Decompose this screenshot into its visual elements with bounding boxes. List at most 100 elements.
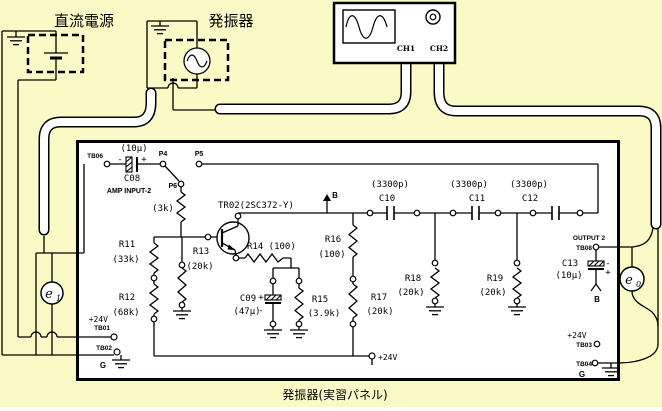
emitter-arrow — [227, 244, 235, 250]
c08-value: (10μ) — [120, 144, 147, 154]
resistor-r15 — [293, 287, 305, 321]
capacitor-c13 — [587, 260, 605, 270]
c08-minus: - — [117, 155, 122, 165]
signal-oscillator: 発振器 — [146, 12, 254, 111]
c10-value: (3300p) — [371, 180, 409, 190]
r15-ref: R15 — [312, 295, 328, 305]
capacitor-c09 — [264, 294, 282, 304]
ch2-label: CH2 — [430, 44, 448, 53]
resistor-r12 — [148, 283, 160, 315]
cables — [38, 57, 662, 236]
input-voltmeter: e 1 — [40, 281, 64, 305]
c09-plus: + — [258, 293, 264, 303]
resistor-r17 — [348, 283, 359, 319]
c09-minus: - — [258, 306, 263, 316]
panel-labels: TB06 (10μ) - + C08 AMP INPUT-2 P4 P5 P6 … — [87, 144, 611, 379]
g-tb02-label: G — [100, 361, 106, 370]
output2-label: OUTPUT 2 — [573, 235, 606, 242]
c08-ref: C08 — [124, 174, 140, 184]
r13-ref: R13 — [193, 247, 209, 257]
sine-wave-glyph — [186, 54, 208, 68]
r19-ref: R19 — [487, 274, 503, 284]
e0-label: e — [625, 273, 633, 288]
collector-terminal — [234, 212, 242, 220]
b-node-arrow-icon — [323, 194, 331, 201]
scope-knob-center — [429, 13, 437, 21]
oscillator-dashed-box — [163, 38, 230, 82]
plus24-tb01-label: +24V — [89, 315, 108, 324]
transistor-tr02 — [216, 219, 250, 256]
resistor-r11 — [148, 242, 160, 274]
c09-value: (47μ) — [233, 307, 260, 317]
terminal-plus24 — [368, 352, 376, 360]
plus24-tb03-label: +24V — [567, 331, 586, 340]
r19-value: (20k) — [479, 288, 506, 298]
c13-plus: + — [605, 268, 611, 278]
tb02-label: TB02 — [96, 345, 112, 352]
oscilloscope: CH1 CH2 — [332, 1, 457, 65]
terminal-tb03 — [593, 340, 601, 348]
practice-panel-board — [76, 140, 620, 381]
r15-value: (3.9k) — [308, 309, 341, 319]
resistor-r13 — [177, 267, 188, 303]
r11-value: (33k) — [112, 255, 139, 265]
c13-value: (10μ) — [555, 271, 582, 281]
tb03-label: TB03 — [576, 342, 592, 349]
e1-label: e — [45, 287, 53, 302]
capacitor-c08 — [125, 156, 138, 173]
terminal-tb06 — [103, 160, 111, 168]
b-ref-caret-icon — [590, 282, 602, 292]
rb-value: (3k) — [152, 204, 174, 214]
c13-ref: C13 — [562, 259, 578, 269]
dc-supply-wires — [1, 30, 57, 355]
terminal-p6 — [177, 180, 185, 188]
scope-trace-icon — [345, 15, 388, 39]
resistor-r14 — [244, 252, 284, 264]
b-ref-label: B — [594, 295, 600, 304]
resistors — [148, 191, 523, 321]
amp-input-label: AMP INPUT-2 — [107, 188, 151, 195]
p5-label: P5 — [195, 151, 204, 158]
tb06-label: TB06 — [87, 153, 103, 160]
c08-plus: + — [141, 155, 147, 165]
e1-subscript: 1 — [56, 294, 61, 303]
b-node-label: B — [332, 191, 338, 200]
resistor-3k — [175, 191, 187, 223]
terminal-tb01 — [110, 333, 118, 341]
dc-power-supply: 直流電源 — [1, 12, 114, 355]
p6-label: P6 — [168, 183, 177, 190]
p4-label: P4 — [159, 151, 168, 158]
r18-ref: R18 — [405, 274, 421, 284]
resistor-r19 — [511, 267, 523, 299]
panel-caption: 発振器(実習パネル) — [282, 387, 387, 402]
r12-value: (68k) — [112, 308, 139, 318]
c10-ref: C10 — [379, 194, 395, 204]
tb04-label: TB04 — [576, 361, 592, 368]
r18-value: (20k) — [397, 288, 424, 298]
ch1-label: CH1 — [397, 44, 415, 53]
terminal-tb02 — [113, 348, 121, 356]
r13-value: (20k) — [186, 262, 213, 272]
resistor-r16 — [347, 224, 359, 258]
scope-knob-icon — [425, 9, 441, 25]
terminals — [103, 160, 601, 367]
dc-supply-label: 直流電源 — [54, 12, 114, 30]
base-terminal — [204, 233, 212, 241]
capacitors — [125, 156, 605, 304]
terminal-tb04 — [591, 359, 599, 367]
c13-minus: - — [605, 259, 610, 269]
output-voltmeter: e 0 — [619, 266, 645, 292]
capacitors-c10-c11-c12 — [386, 206, 560, 220]
dc-supply-dashed-box — [26, 33, 85, 74]
c09-ref: C09 — [240, 294, 256, 304]
c12-ref: C12 — [522, 194, 538, 204]
plus24-bus-label: +24V — [378, 353, 397, 362]
g-tb04-label: G — [579, 370, 585, 379]
ch1-cable — [216, 59, 410, 113]
tb01-label: TB01 — [94, 325, 110, 332]
c11-value: (3300p) — [450, 180, 488, 190]
terminal-p5 — [195, 160, 203, 168]
r16-value: (100) — [318, 250, 345, 260]
